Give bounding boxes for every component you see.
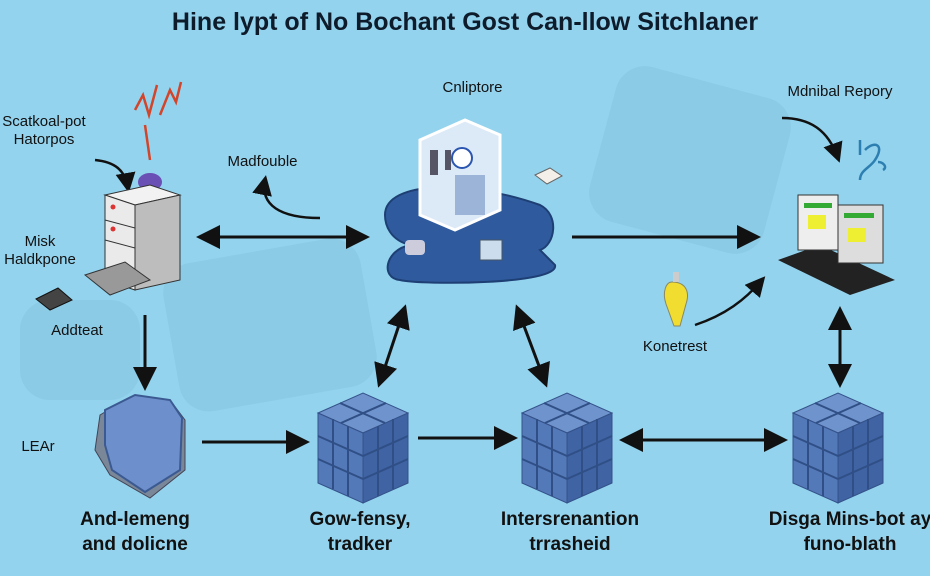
label-line: funo-blath: [803, 534, 897, 555]
label-line: Haldkpone: [4, 251, 76, 268]
label-line: Intersrenantion: [500, 509, 640, 530]
cube-building-icon: [521, 392, 613, 504]
server-computer-icon: [35, 81, 183, 311]
label-mid-left: Misk Haldkpone: [0, 233, 80, 269]
label-line: Gow-fensy,: [309, 509, 411, 530]
label-line: tradker: [327, 534, 393, 555]
label-top-left: Scatkoal-pot Hatorpos: [0, 113, 88, 149]
arrow-center-diag-left: [374, 304, 410, 388]
arrow-curve-bulb: [694, 276, 766, 327]
label-side-left: LEAr: [21, 438, 55, 455]
label-line: Misk: [24, 233, 56, 250]
label-line: And-lemeng: [80, 509, 190, 530]
label-line: Hatorpos: [13, 131, 75, 148]
bottom-node-label: Intersrenantion trrasheid: [480, 507, 660, 557]
arrow-curve-madfouble: [252, 175, 321, 220]
diagram-title: Hine lypt of No Bochant Gost Can-llow Si…: [171, 8, 759, 36]
arrow-curve-right-top: [781, 116, 843, 163]
label-line: Scatkoal-pot: [2, 113, 86, 130]
bottom-node-label: And-lemeng and dolicne: [50, 507, 220, 557]
label-arrow: Madfouble: [227, 153, 298, 170]
label-line: trrasheid: [529, 534, 611, 555]
background-shape: [20, 300, 140, 400]
bottom-node-label: Disga Mins-bot ay funo-blath: [755, 507, 930, 557]
label-center-top: Cnliptore: [442, 79, 503, 96]
central-hub-icon: [383, 118, 563, 284]
cube-building-icon: [792, 392, 884, 504]
arrow-center-diag-right: [513, 304, 550, 388]
label-left-device: Addteat: [51, 322, 103, 339]
shield-icon: [94, 393, 186, 499]
label-right-top: Mdnibal Repory: [787, 83, 893, 100]
bottom-node-label: Gow-fensy, tradker: [280, 507, 440, 557]
workstation-icon: [778, 140, 895, 295]
arrow-curve-label-left: [94, 158, 136, 193]
lightbulb-icon: [663, 272, 688, 327]
cube-building-icon: [317, 392, 409, 504]
label-line: and dolicne: [82, 534, 188, 555]
label-bulb: Konetrest: [642, 338, 708, 355]
label-line: Disga Mins-bot ay: [768, 509, 930, 530]
